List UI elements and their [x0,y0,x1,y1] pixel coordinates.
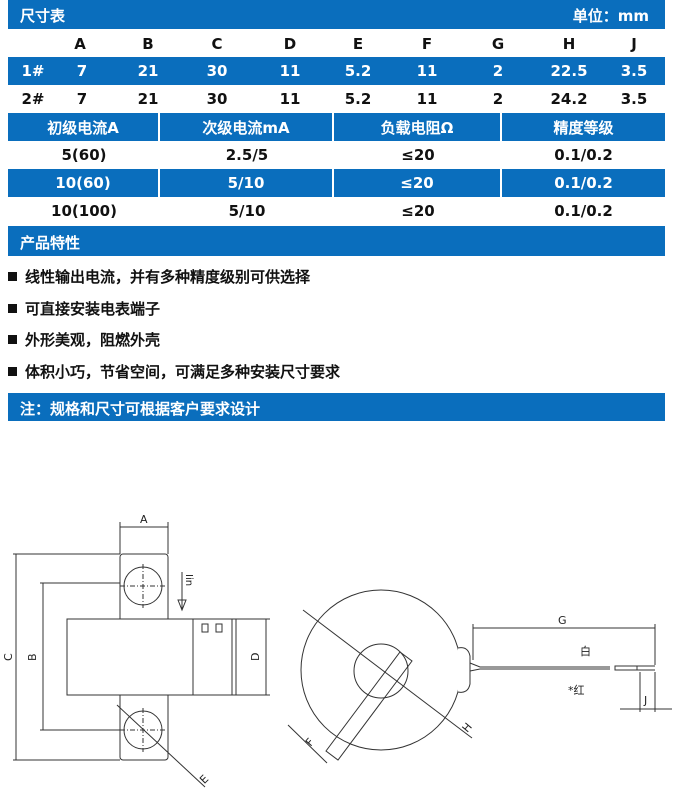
spec-cell: 5/10 [160,169,334,197]
size-columns-row: A B C D E F G H J [8,30,665,58]
spec-header: 负载电阻Ω [334,113,502,141]
spec-header: 初级电流A [8,113,160,141]
row-label: 1# [21,62,45,80]
col-header: D [283,35,297,53]
col-header: H [562,35,576,53]
dim-label-g: G [558,614,567,627]
dim-label-f: F [303,736,317,749]
size-row-2: 2# 7 21 30 11 5.2 11 2 24.2 3.5 [8,85,665,113]
feature-text: 线性输出电流，并有多种精度级别可供选择 [25,268,311,286]
unit-label: 单位：mm [572,7,649,25]
col-header: F [421,35,433,53]
note-bar: 注：规格和尺寸可根据客户要求设计 [8,393,665,421]
size-value: 11 [416,62,438,80]
lead-strip [325,651,413,761]
col-header: G [491,35,505,53]
spec-cell: 0.1/0.2 [554,174,613,192]
size-value: 11 [416,90,438,108]
bullet-square-icon [8,367,17,376]
spec-header: 精度等级 [553,118,614,137]
features-header: 产品特性 [8,226,665,256]
feature-text: 可直接安装电表端子 [25,300,161,318]
features-title: 产品特性 [20,234,81,252]
size-value: 7 [76,62,88,80]
size-value: 11 [279,62,301,80]
size-value: 3.5 [620,62,648,80]
dim-label-d: D [249,653,262,661]
size-row-1: 1# 7 21 30 11 5.2 11 2 22.5 3.5 [8,57,665,85]
size-value: 30 [206,90,228,108]
ct-aperture [353,643,409,699]
terminal-mark [215,623,223,633]
size-value: 21 [137,62,159,80]
current-direction-label: Iin [183,574,194,586]
size-table-title: 尺寸表 [20,7,66,25]
feature-item: 线性输出电流，并有多种精度级别可供选择 [8,266,310,287]
dim-label-c: C [2,653,15,661]
spec-cell: 10(100) [51,202,117,220]
size-value: 11 [279,90,301,108]
spec-row: 10(100) 5/10 ≤20 0.1/0.2 [8,197,665,225]
bullet-square-icon [8,304,17,313]
size-value: 2 [492,90,504,108]
dim-label-j: J [643,694,647,707]
size-value: 24.2 [550,90,588,108]
spec-cell: 0.1/0.2 [554,202,613,220]
dimension-drawing: A C B D Iin E G 白 *红 J H F [2,513,672,788]
size-value: 7 [76,90,88,108]
dim-label-b: B [26,653,39,661]
col-header: A [74,35,86,53]
size-value: 21 [137,90,159,108]
feature-item: 体积小巧，节省空间，可满足多种安装尺寸要求 [8,361,340,382]
spec-cell: 10(60) [8,169,160,197]
front-view: G 白 *红 J H F [287,589,672,764]
feature-item: 可直接安装电表端子 [8,298,160,319]
feature-item: 外形美观，阻燃外壳 [8,329,160,350]
feature-text: 体积小巧，节省空间，可满足多种安装尺寸要求 [25,363,341,381]
side-view: A C B D Iin E [2,513,270,788]
dim-label-e: E [197,772,211,786]
ct-body [66,618,237,696]
terminal-mark [201,623,209,633]
wire-label-white: 白 [580,644,591,658]
col-header: J [631,35,637,53]
size-value: 3.5 [620,90,648,108]
spec-row: 10(60) 5/10 ≤20 0.1/0.2 [8,169,665,197]
col-header: C [211,35,223,53]
spec-header-row: 初级电流A 次级电流mA 负载电阻Ω 精度等级 [8,113,665,141]
bullet-square-icon [8,335,17,344]
bullet-square-icon [8,272,17,281]
dim-label-a: A [140,513,148,526]
spec-cell: ≤20 [334,169,502,197]
wire-label-red: *红 [568,684,585,697]
spec-row: 5(60) 2.5/5 ≤20 0.1/0.2 [8,141,665,169]
size-value: 30 [206,62,228,80]
dim-label-h: H [460,720,475,735]
spec-cell: 5/10 [228,202,266,220]
spec-header: 次级电流mA [160,113,334,141]
size-value: 5.2 [344,90,372,108]
row-label: 2# [21,90,45,108]
size-table-header: 尺寸表 单位：mm [8,0,665,29]
col-header: E [352,35,364,53]
spec-cell: ≤20 [401,202,435,220]
size-value: 22.5 [550,62,588,80]
spec-cell: 2.5/5 [225,146,269,164]
size-value: 2 [492,62,504,80]
wire-end [614,665,638,671]
size-value: 5.2 [344,62,372,80]
spec-cell: 5(60) [61,146,107,164]
spec-cell: ≤20 [401,146,435,164]
spec-cell: 0.1/0.2 [554,146,613,164]
col-header: B [142,35,154,53]
feature-text: 外形美观，阻燃外壳 [25,331,161,349]
ct-ring [300,589,462,751]
note-text: 注：规格和尺寸可根据客户要求设计 [20,400,261,418]
dim-line-h [302,609,473,739]
